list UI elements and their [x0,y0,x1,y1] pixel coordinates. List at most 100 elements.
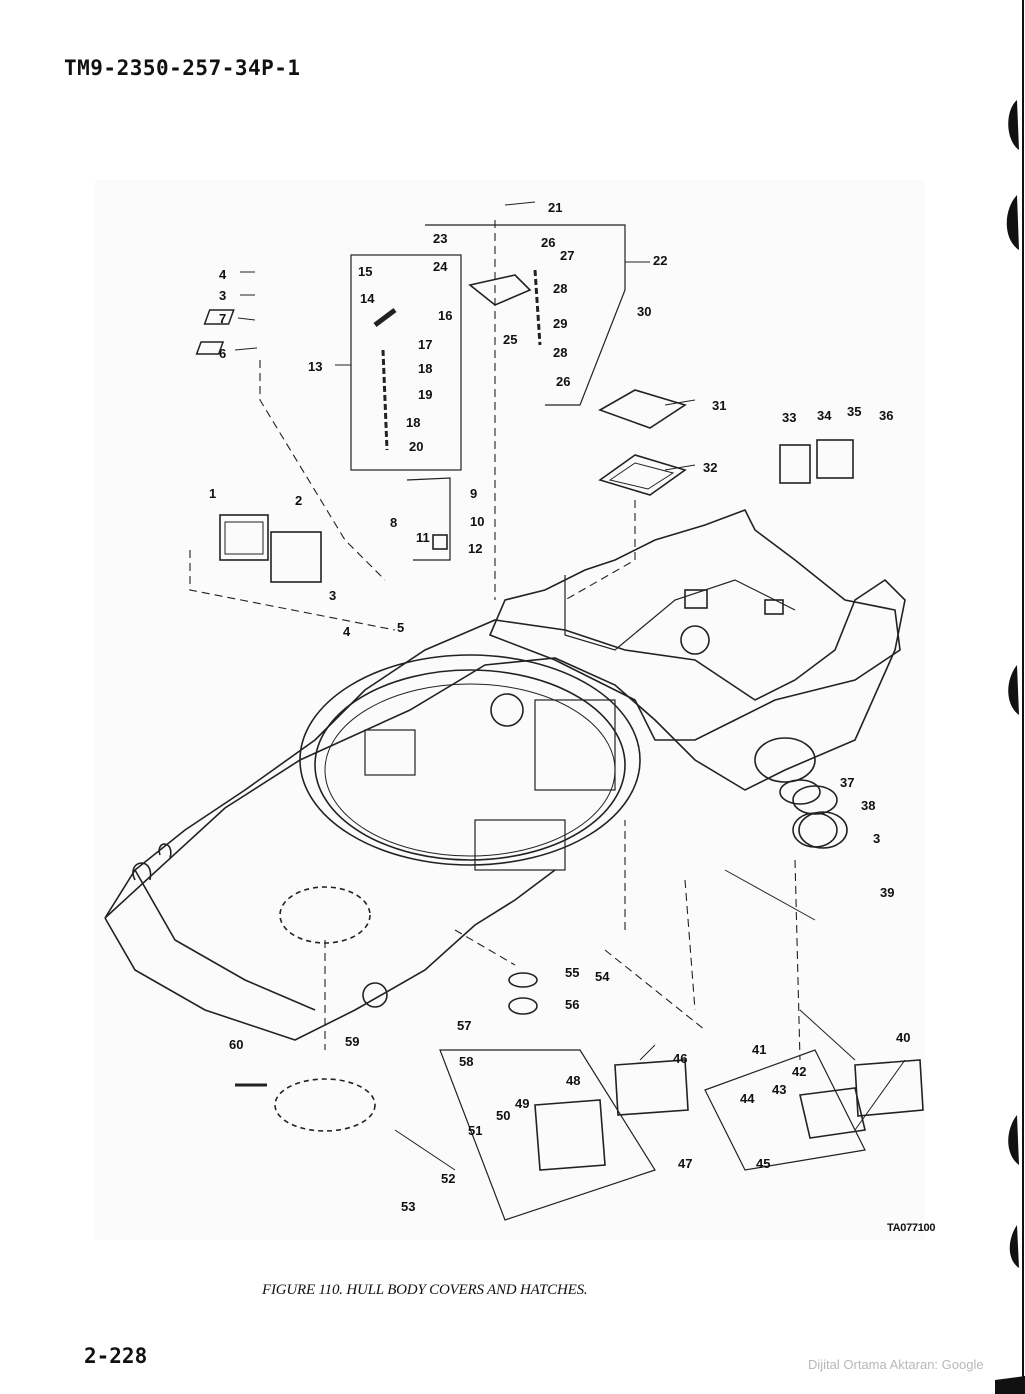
deck-port [680,625,710,655]
callout-39: 39 [880,885,894,900]
exploded-view-figure: 1 2 3 3 3 4 4 5 6 7 8 9 10 11 12 13 14 1… [95,180,925,1240]
gasket-32 [598,454,687,496]
callout-30: 30 [637,304,651,319]
bracket-47 [439,1049,656,1221]
callout-26b: 26 [556,374,570,389]
callout-18: 18 [418,361,432,376]
callout-45: 45 [756,1156,770,1171]
callout-48: 48 [566,1073,580,1088]
callout-14: 14 [360,291,375,306]
callout-12: 12 [468,541,482,556]
callout-17: 17 [418,337,432,352]
bracket-22 [425,224,626,406]
callout-10: 10 [470,514,484,529]
callout-60: 60 [229,1037,243,1052]
side-flange [754,737,816,783]
washer-55 [508,972,538,988]
callout-28: 28 [553,281,567,296]
callout-41: 41 [752,1042,766,1057]
callout-44: 44 [740,1091,755,1106]
callout-20: 20 [409,439,423,454]
callout-58: 58 [459,1054,473,1069]
page-number: 2-228 [84,1344,148,1368]
gasket-37 [779,779,821,805]
callout-46: 46 [673,1051,687,1066]
digitization-watermark: Dijital Ortama Aktaran: Google [808,1357,984,1372]
callout-3: 3 [219,288,226,303]
callout-3c: 3 [873,831,880,846]
callout-16: 16 [438,308,452,323]
document-header: TM9-2350-257-34P-1 [64,56,301,80]
callout-56: 56 [565,997,579,1012]
gasket-40 [854,1059,924,1117]
callout-19: 19 [418,387,432,402]
callout-5: 5 [397,620,404,635]
callout-18b: 18 [406,415,420,430]
deck-opening [684,589,708,609]
callout-54: 54 [595,969,610,984]
callout-53: 53 [401,1199,415,1214]
callout-21: 21 [548,200,562,215]
callout-13: 13 [308,359,322,374]
callout-55: 55 [565,965,579,980]
callout-22: 22 [653,253,667,268]
turret-ring-lip [324,683,616,857]
cover-2 [270,531,322,583]
deck-opening-2 [764,599,784,615]
hull-side-line [134,869,316,1011]
callout-2: 2 [295,493,302,508]
callout-50: 50 [496,1108,510,1123]
callout-24: 24 [433,259,448,274]
cover-34 [816,439,854,479]
hull-exploded-diagram: 1 2 3 3 3 4 4 5 6 7 8 9 10 11 12 13 14 1… [104,200,924,1221]
callout-1: 1 [209,486,216,501]
plate-6 [195,341,225,355]
callout-35: 35 [847,404,861,419]
turret-ring-outer [299,654,641,866]
bracket-41 [704,1049,866,1171]
callout-40: 40 [896,1030,910,1045]
callout-8: 8 [390,515,397,530]
turret-ring-inner [314,669,626,861]
callout-47: 47 [678,1156,692,1171]
gasket-31 [598,389,687,429]
callout-4b: 4 [343,624,351,639]
callout-27: 27 [560,248,574,263]
binding-edge [995,0,1025,1394]
callout-33: 33 [782,410,796,425]
hull-port [490,693,524,727]
callout-37: 37 [840,775,854,790]
callout-6: 6 [219,346,226,361]
callout-49: 49 [515,1096,529,1111]
cover-1 [219,514,269,561]
callout-57: 57 [457,1018,471,1033]
side-hatch [364,729,416,776]
callout-31: 31 [712,398,726,413]
callout-59: 59 [345,1034,359,1049]
rear-deck-frame [488,508,901,741]
callout-26: 26 [541,235,555,250]
callout-3b: 3 [329,588,336,603]
callout-42: 42 [792,1064,806,1079]
cover-42 [799,1087,866,1139]
bulkhead-panel [534,699,616,791]
callout-11: 11 [416,530,430,545]
callout-29: 29 [553,316,567,331]
hinge-27 [468,274,532,306]
callout-51: 51 [468,1123,482,1138]
callout-36: 36 [879,408,893,423]
figure-code: TA077100 [887,1222,936,1234]
front-access-circle [279,886,371,944]
hull-body-outline [104,578,906,919]
lower-hatch-circle [274,1078,376,1132]
floor-hatch [474,819,566,871]
callout-32: 32 [703,460,717,475]
cover-38 [792,812,838,848]
callout-7: 7 [219,311,226,326]
callout-43: 43 [772,1082,786,1097]
hatch-48 [534,1099,606,1171]
figure-caption: FIGURE 110. HULL BODY COVERS AND HATCHES… [262,1282,588,1298]
callout-15: 15 [358,264,372,279]
callout-4: 4 [219,267,227,282]
bracket-13 [350,254,462,471]
